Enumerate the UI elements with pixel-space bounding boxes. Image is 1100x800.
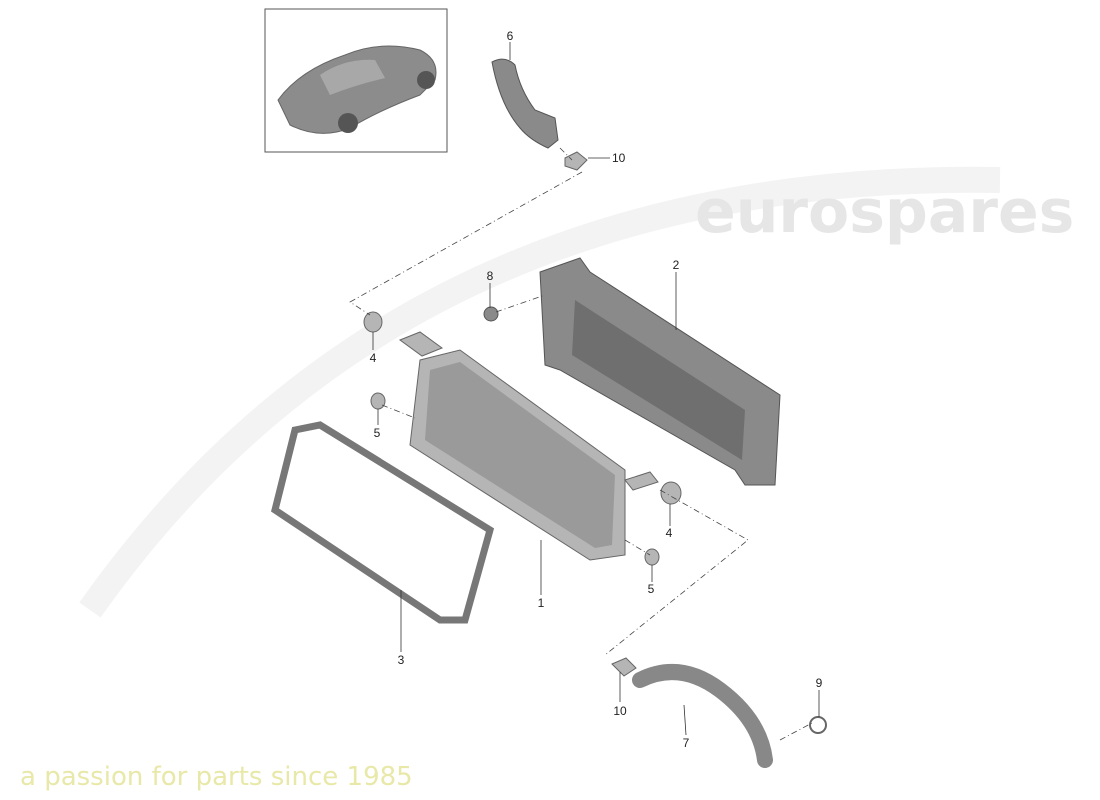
- watermark: eurospares a passion for parts since 198…: [20, 166, 1074, 792]
- watermark-brand: eurospares: [695, 177, 1074, 247]
- callout-6: 6: [507, 29, 514, 43]
- part-3-frame: [271, 421, 495, 624]
- callout-7: 7: [683, 736, 690, 750]
- part-6-hose: [491, 58, 559, 149]
- part-2-shroud: [539, 257, 781, 486]
- part-10-clamp-bottom: [611, 657, 637, 677]
- callout-10-top: 10: [612, 151, 626, 165]
- callout-4-left: 4: [370, 351, 377, 365]
- callout-3: 3: [398, 653, 405, 667]
- leader-lines: [372, 42, 820, 736]
- part-4-ring-right: [660, 481, 682, 505]
- callout-9: 9: [816, 676, 823, 690]
- callout-5-left: 5: [374, 426, 381, 440]
- callout-4-right: 4: [666, 526, 673, 540]
- part-10-clamp-top: [564, 151, 588, 171]
- assembly-lines: [349, 147, 813, 741]
- watermark-tagline: a passion for parts since 1985: [20, 762, 413, 792]
- car-thumbnail: [264, 8, 448, 153]
- part-4-ring-left: [363, 311, 383, 333]
- callout-1: 1: [538, 596, 545, 610]
- part-1-radiator: [398, 331, 659, 561]
- callout-5-right: 5: [648, 582, 655, 596]
- callout-10-bottom: 10: [613, 704, 627, 718]
- callout-2: 2: [673, 258, 680, 272]
- part-7-hose: [632, 664, 773, 768]
- part-8-grommet: [483, 306, 499, 322]
- callout-8: 8: [487, 269, 494, 283]
- part-9-o-ring: [809, 716, 827, 734]
- part-5-ring-right: [644, 548, 660, 566]
- part-5-ring-left: [370, 392, 386, 410]
